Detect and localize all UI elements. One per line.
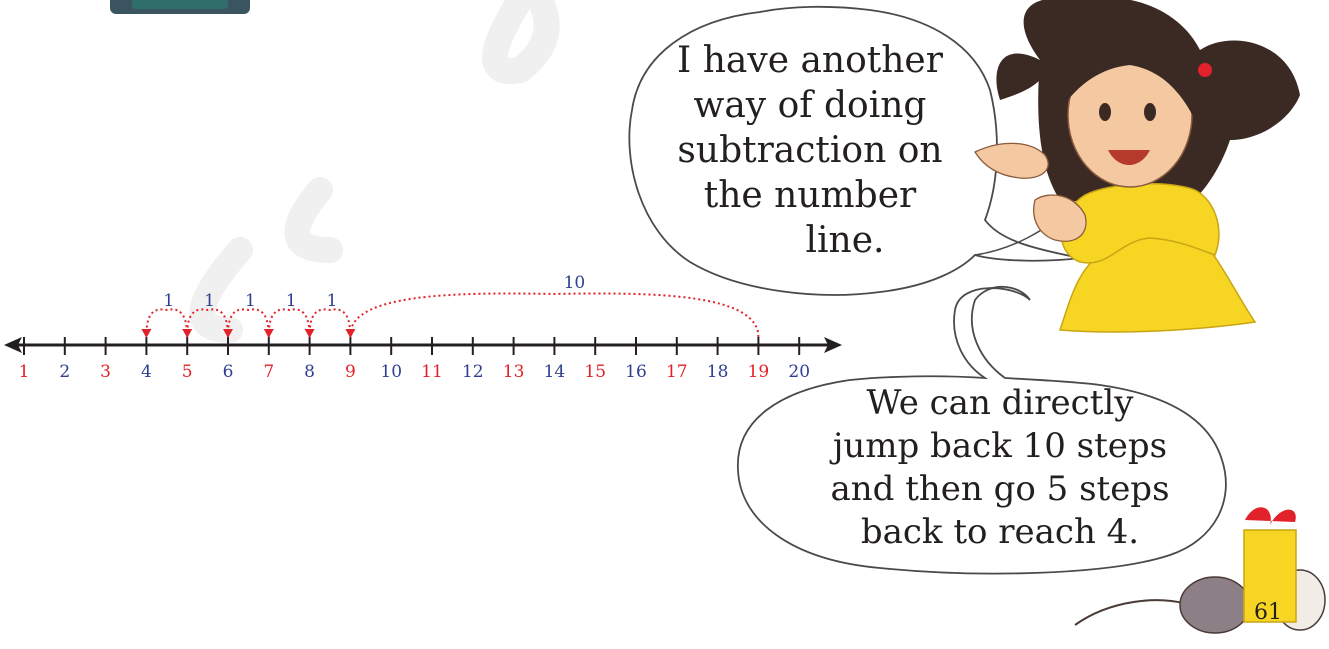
number-line-label: 16 [625,362,647,382]
jump-label: 1 [327,291,338,311]
number-line-label: 19 [748,362,770,382]
jump-label: 1 [163,291,174,311]
number-line-label: 5 [182,362,193,382]
watermark [202,0,546,330]
page-number: 61 [1249,600,1287,625]
number-line-label: 7 [263,362,274,382]
number-line-label: 4 [141,362,152,382]
number-line-label: 3 [100,362,111,382]
girl-illustration [975,0,1300,332]
number-line-label: 11 [421,362,443,382]
speech-line: and then go 5 steps [790,468,1210,511]
number-line-label: 10 [380,362,402,382]
jump-arc [310,309,351,337]
jump-label: 1 [245,291,256,311]
number-line-label: 13 [503,362,525,382]
number-line-label: 8 [304,362,315,382]
number-line-label: 18 [707,362,729,382]
jump-arc [146,309,187,337]
number-line-label: 9 [345,362,356,382]
number-line-label: 15 [584,362,606,382]
number-line-label: 12 [462,362,484,382]
number-line-label: 2 [59,362,70,382]
jump-arc [269,309,310,337]
number-line-label: 20 [788,362,810,382]
number-line-label: 1 [19,362,30,382]
speech-text-top: I have another way of doing subtraction … [650,38,970,263]
speech-line: the number [650,173,970,218]
jump-label: 10 [564,273,586,293]
speech-line: subtraction on [650,128,970,173]
number-line-label: 6 [223,362,234,382]
speech-line: line. [650,218,970,263]
speech-line: I have another [650,38,970,83]
jump-label: 1 [204,291,215,311]
number-line [4,337,842,353]
number-line-label: 14 [544,362,566,382]
jump-label: 1 [286,291,297,311]
speech-line: way of doing [650,83,970,128]
speech-line: jump back 10 steps [790,425,1210,468]
jump-arc [350,293,758,337]
speech-text-bottom: We can directly jump back 10 steps and t… [790,382,1210,554]
speech-line: back to reach 4. [790,511,1210,554]
jump-arrowhead [141,329,151,338]
number-line-label: 17 [666,362,688,382]
speech-line: We can directly [790,382,1210,425]
